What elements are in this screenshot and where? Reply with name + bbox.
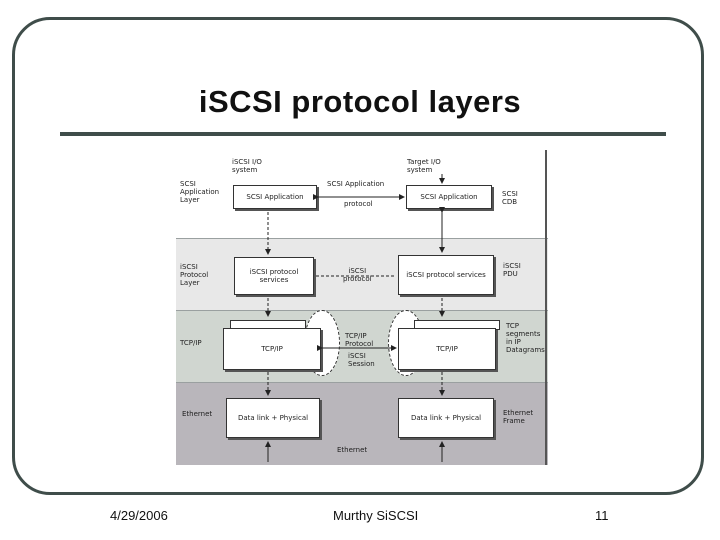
right-iscsi-services-box: iSCSI protocol services	[398, 255, 494, 295]
scsi-cdb-label: SCSI CDB	[502, 190, 518, 206]
app-protocol-label-top: SCSI Application	[327, 180, 385, 188]
iscsi-session-label: iSCSI Session	[348, 352, 375, 368]
left-tcpip-box: TCP/IP	[223, 328, 321, 370]
tcpip-protocol-label: TCP/IP Protocol	[345, 332, 374, 348]
left-data-link-box: Data link + Physical	[226, 398, 320, 438]
app-protocol-label-bottom: protocol	[344, 200, 373, 208]
right-data-link-box: Data link + Physical	[398, 398, 494, 438]
right-scsi-application-box: SCSI Application	[406, 185, 492, 209]
footer-center-text: Murthy SiSCSI	[333, 508, 419, 523]
left-scsi-application-box: SCSI Application	[233, 185, 317, 209]
initiator-io-label: iSCSI I/O system	[232, 158, 262, 174]
iscsi-protocol-label: iSCSI protocol	[343, 267, 372, 283]
layer-label-iscsi: iSCSI Protocol Layer	[180, 263, 209, 287]
protocol-layer-diagram: iSCSI I/O system Target I/O system SCSI …	[176, 150, 548, 465]
iscsi-pdu-label: iSCSI PDU	[503, 262, 521, 278]
left-iscsi-services-box: iSCSI protocol services	[234, 257, 314, 295]
ethernet-frame-label: Ethernet Frame	[503, 409, 534, 425]
ethernet-link-label: Ethernet	[337, 446, 368, 454]
footer-date: 4/29/2006	[110, 508, 168, 523]
right-tcpip-box: TCP/IP	[398, 328, 496, 370]
title-divider	[60, 132, 666, 136]
target-io-label: Target I/O system	[407, 158, 441, 174]
diagram-right-border	[545, 150, 547, 465]
slide-title: iSCSI protocol layers	[198, 84, 522, 119]
layer-label-ethernet: Ethernet	[182, 410, 213, 418]
diagram-arrows	[265, 174, 445, 462]
layer-label-tcpip: TCP/IP	[180, 339, 202, 347]
footer-page-number: 11	[595, 508, 609, 523]
tcp-segments-label: TCP segments in IP Datagrams	[506, 322, 545, 354]
layer-label-application: SCSI Application Layer	[180, 180, 220, 204]
